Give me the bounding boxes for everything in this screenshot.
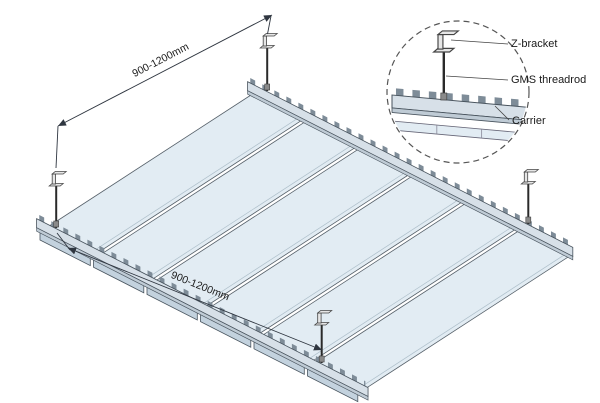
detail-label-threadrod: GMS threadrod [511,74,586,86]
leader-line [450,39,509,45]
z-bracket-icon [520,169,539,185]
dimension-label: 900-1200mm [130,41,191,80]
extension-line [55,125,59,169]
extension-line [56,232,71,251]
suspension-assembly [259,33,278,91]
rod-connector [318,355,325,363]
z-bracket-icon [259,33,278,49]
detail-label-carrier: Carrier [512,115,546,127]
rod-connector [53,220,60,228]
leader-line [494,105,510,121]
carrier-teeth [250,78,571,247]
detail-callout: Z-bracket GMS threadrod Carrier [386,20,586,164]
detail-carrier [389,88,528,143]
rod-connector [264,83,271,91]
detail-rod-connector [440,92,448,101]
suspension-assembly [48,171,67,228]
z-bracket-icon [48,171,67,187]
extension-line [267,15,272,35]
leader-line [445,75,509,81]
rod-connector [525,216,532,224]
detail-circle [386,20,530,164]
carrier-teeth [395,88,524,107]
suspension-assembly [520,169,539,224]
dimension-line [57,14,273,127]
detail-label-zbracket: Z-bracket [511,38,557,50]
dimension-line [67,247,323,351]
